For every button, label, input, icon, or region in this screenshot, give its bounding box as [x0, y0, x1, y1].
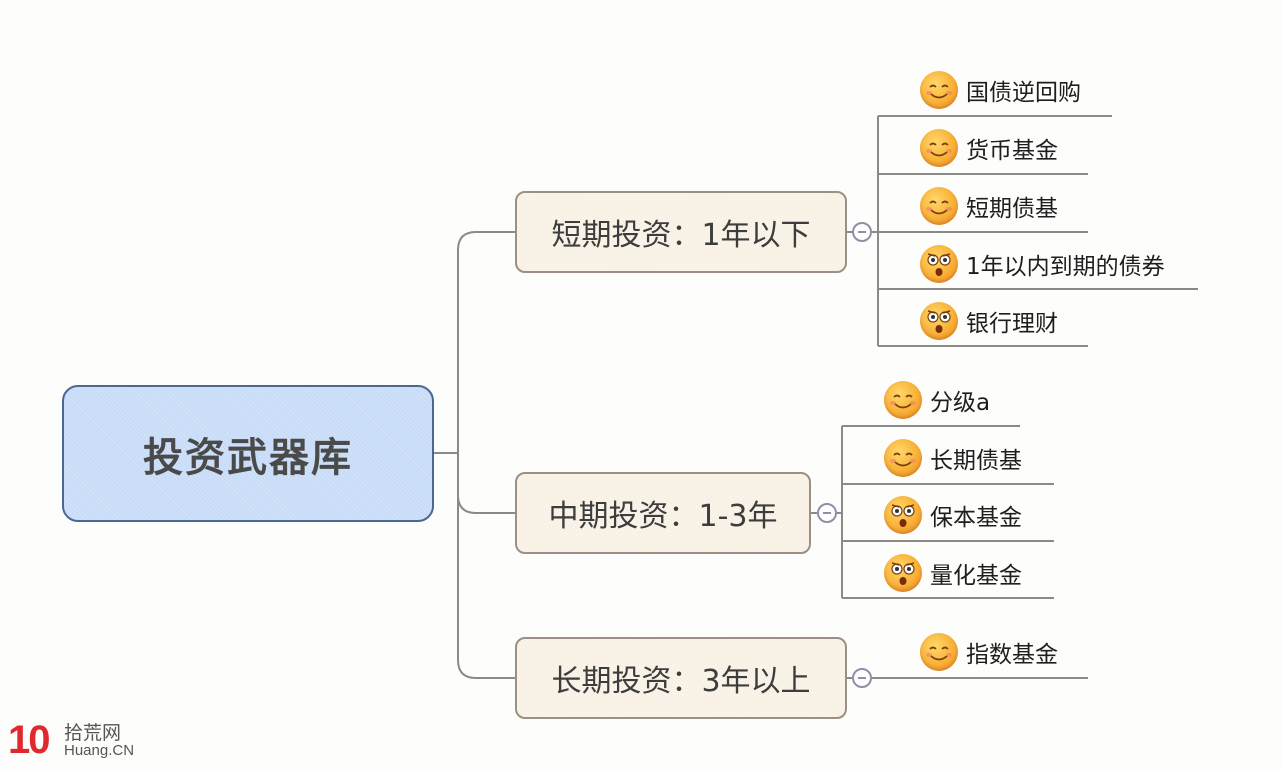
root-label: 投资武器库 — [143, 434, 353, 481]
shocked-icon — [920, 302, 958, 340]
leaf-label: 指数基金 — [966, 642, 1058, 668]
shocked-icon — [884, 554, 922, 592]
smile-icon — [920, 129, 958, 167]
root-node[interactable]: 投资武器库 — [62, 385, 434, 522]
leaf-label: 保本基金 — [930, 505, 1022, 531]
leaf-label: 分级a — [930, 390, 991, 416]
branch-label: 长期投资：3年以上 — [551, 664, 811, 699]
smile-icon — [920, 71, 958, 109]
logo-number: 10 — [8, 718, 50, 762]
leaf-node[interactable]: 1年以内到期的债券 — [920, 244, 1165, 284]
collapse-toggle-long-term[interactable] — [852, 668, 872, 688]
leaf-label: 短期债基 — [966, 196, 1058, 222]
branch-node-long-term[interactable]: 长期投资：3年以上 — [515, 637, 847, 719]
leaf-node[interactable]: 货币基金 — [920, 128, 1058, 168]
branch-node-mid-term[interactable]: 中期投资：1-3年 — [515, 472, 811, 554]
smile-icon — [884, 439, 922, 477]
leaf-label: 银行理财 — [966, 311, 1058, 337]
leaf-label: 量化基金 — [930, 563, 1022, 589]
leaf-label: 长期债基 — [930, 448, 1022, 474]
logo-text-cn: 拾荒网 — [64, 722, 122, 744]
collapse-toggle-short-term[interactable] — [852, 222, 872, 242]
collapse-toggle-mid-term[interactable] — [817, 503, 837, 523]
leaf-node[interactable]: 分级a — [884, 380, 990, 420]
leaf-label: 货币基金 — [966, 138, 1058, 164]
leaf-node[interactable]: 短期债基 — [920, 186, 1058, 226]
smile-icon — [920, 187, 958, 225]
leaf-node[interactable]: 指数基金 — [920, 632, 1058, 672]
leaf-node[interactable]: 长期债基 — [884, 438, 1022, 478]
shocked-icon — [884, 496, 922, 534]
branch-label: 中期投资：1-3年 — [548, 499, 778, 534]
logo-text-en: Huang.CN — [64, 742, 135, 759]
leaf-label: 国债逆回购 — [966, 80, 1081, 106]
leaf-label: 1年以内到期的债券 — [966, 254, 1165, 280]
leaf-node[interactable]: 保本基金 — [884, 495, 1022, 535]
leaf-node[interactable]: 国债逆回购 — [920, 70, 1081, 110]
smile-icon — [920, 633, 958, 671]
branch-node-short-term[interactable]: 短期投资：1年以下 — [515, 191, 847, 273]
smile-icon — [884, 381, 922, 419]
shocked-icon — [920, 245, 958, 283]
leaf-node[interactable]: 量化基金 — [884, 553, 1022, 593]
leaf-node[interactable]: 银行理财 — [920, 301, 1058, 341]
site-logo: 10 拾荒网 Huang.CN — [8, 716, 138, 766]
branch-label: 短期投资：1年以下 — [551, 218, 811, 253]
